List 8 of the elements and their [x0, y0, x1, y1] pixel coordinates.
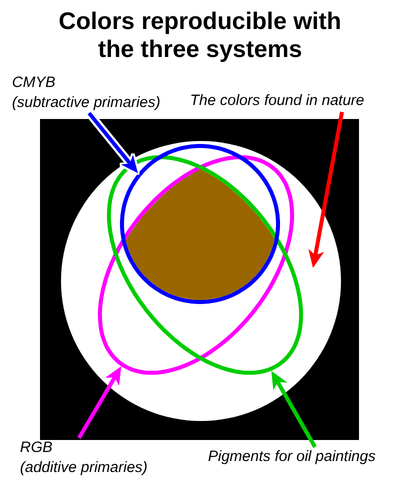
- callout-label: Pigments for oil paintings: [208, 447, 376, 467]
- circle-outline: [120, 144, 280, 304]
- overlap-region: [126, 169, 274, 300]
- diagram-title: Colors reproducible with the three systems: [58, 8, 342, 64]
- arrow: [77, 366, 122, 440]
- callout-label: RGB (additive primaries): [20, 438, 148, 478]
- callout-label: The colors found in nature: [190, 91, 364, 111]
- callout-label: CMYB (subtractive primaries): [12, 73, 160, 113]
